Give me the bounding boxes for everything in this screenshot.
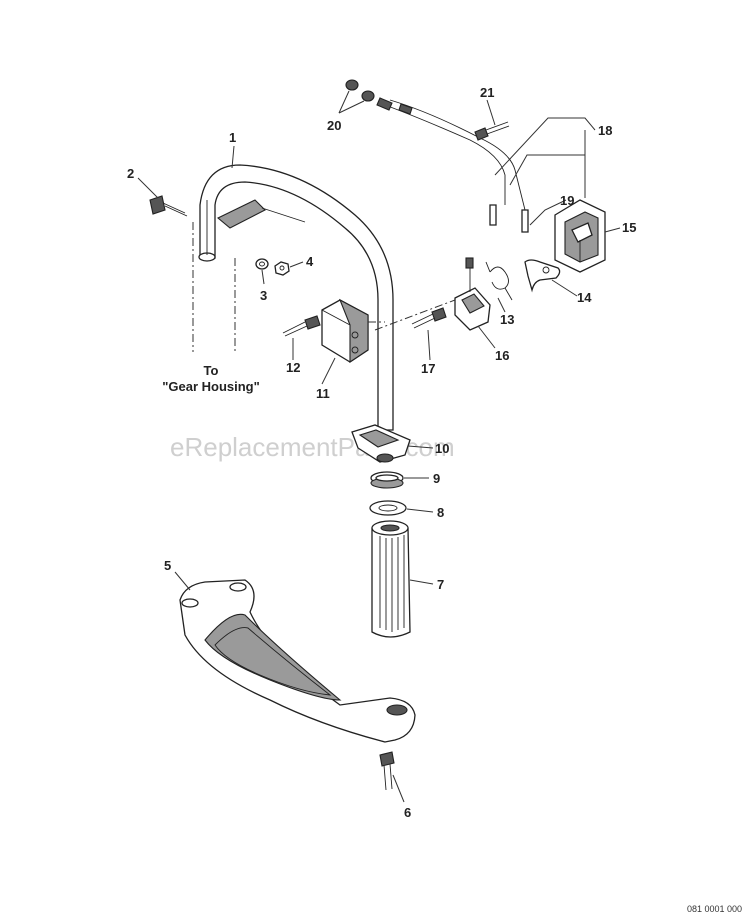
screw-21 <box>474 121 510 141</box>
callout-12: 12 <box>286 360 300 375</box>
washer-8 <box>369 500 407 516</box>
callout-labels: 1 2 3 4 5 6 7 8 9 10 11 12 13 14 15 16 1… <box>127 85 636 820</box>
callout-3: 3 <box>260 288 267 303</box>
callout-19: 19 <box>560 193 574 208</box>
callout-8: 8 <box>437 505 444 520</box>
note-line-1: To <box>204 363 219 378</box>
callout-16: 16 <box>495 348 509 363</box>
callout-15: 15 <box>622 220 636 235</box>
watermark: eReplacementParts.com <box>170 432 455 462</box>
callout-9: 9 <box>433 471 440 486</box>
callout-21: 21 <box>480 85 494 100</box>
torsion-spring-13 <box>485 261 513 301</box>
clamp-block-11 <box>321 298 369 364</box>
callout-2: 2 <box>127 166 134 181</box>
loop-handle-tube <box>198 164 394 431</box>
barrier-base-5 <box>179 579 416 743</box>
callout-17: 17 <box>421 361 435 376</box>
screw-2 <box>149 195 188 217</box>
callout-10: 10 <box>435 441 449 456</box>
diagram-code: 081 0001 000 <box>687 904 742 914</box>
stop-switch-16 <box>454 257 491 331</box>
wire-caps-20 <box>345 79 375 102</box>
throttle-lever-14 <box>524 259 561 293</box>
callout-11: 11 <box>316 386 330 401</box>
bracket-10 <box>351 424 411 463</box>
callout-20: 20 <box>327 118 341 133</box>
callout-1: 1 <box>229 130 236 145</box>
ring-9 <box>370 471 404 489</box>
gear-housing-note: To "Gear Housing" <box>162 363 260 394</box>
callout-5: 5 <box>164 558 171 573</box>
callout-6: 6 <box>404 805 411 820</box>
callout-7: 7 <box>437 577 444 592</box>
switch-housing-15 <box>554 199 606 273</box>
wire-harness-18 <box>376 97 529 233</box>
screw-12 <box>282 315 321 337</box>
screw-17 <box>411 307 447 329</box>
bolt-6 <box>379 751 395 791</box>
leader-lines <box>137 90 621 803</box>
callout-4: 4 <box>306 254 314 269</box>
callout-14: 14 <box>577 290 592 305</box>
nut-4 <box>274 261 290 276</box>
handle-grip-7 <box>371 520 411 638</box>
washer-3 <box>255 258 269 270</box>
callout-13: 13 <box>500 312 514 327</box>
note-line-2: "Gear Housing" <box>162 379 260 394</box>
callout-18: 18 <box>598 123 612 138</box>
